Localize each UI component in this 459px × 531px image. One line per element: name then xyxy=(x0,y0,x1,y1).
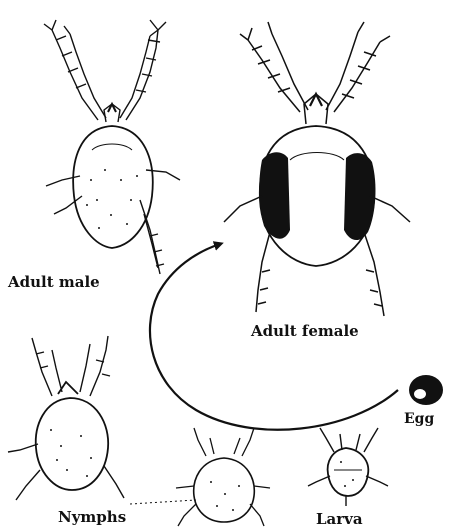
adult-male-label: Adult male xyxy=(8,273,100,291)
adult-female-label: Adult female xyxy=(251,322,359,340)
nymph-mite xyxy=(8,336,124,500)
larva-label: Larva xyxy=(316,510,363,528)
adult-male-mite xyxy=(44,20,180,274)
egg xyxy=(409,375,443,405)
adult-female-mite xyxy=(224,22,410,316)
nymphs-leader-line xyxy=(130,500,196,504)
nymph-mite-small xyxy=(176,428,270,526)
nymphs-label: Nymphs xyxy=(58,508,126,526)
egg-label: Egg xyxy=(404,411,434,427)
larva-mite xyxy=(308,428,388,506)
